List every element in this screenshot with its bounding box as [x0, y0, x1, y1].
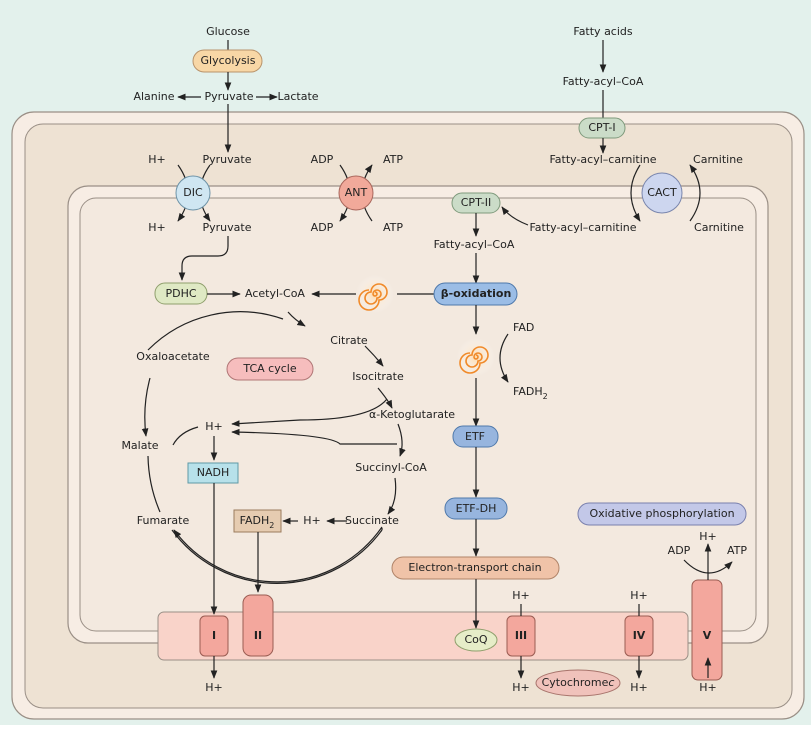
tca-cycle	[171, 529, 383, 584]
succinate-h-plus-label: H+	[303, 514, 321, 527]
pdhc-label: PDHC	[165, 287, 196, 300]
tca-cycle-badge	[226, 357, 314, 381]
ant-transporter	[338, 175, 374, 211]
complex-v-label: V	[703, 629, 712, 642]
complex-i-h-out-label: H+	[205, 681, 223, 694]
carnitine-bottom-label: Carnitine	[694, 221, 744, 234]
fad-label: FAD	[513, 321, 534, 334]
etc-label: Electron-transport chain	[408, 561, 541, 574]
complex-v-atp-label: ATP	[727, 544, 747, 557]
fatty-acyl-carnitine-bottom-label: Fatty-acyl–carnitine	[529, 221, 636, 234]
complex-v-adp-label: ADP	[668, 544, 691, 557]
dic-pyruvate-bottom-label: Pyruvate	[203, 221, 252, 234]
glycolysis-label: Glycolysis	[201, 54, 256, 67]
inner-membrane-band	[157, 611, 689, 661]
alpha-ketoglutarate-label: α-Ketoglutarate	[369, 408, 455, 421]
cpt2-input-arrow	[501, 206, 529, 226]
beta-oxidation-label: β-oxidation	[441, 287, 512, 300]
tca-arc-bottom	[171, 529, 383, 584]
cpt2-label: CPT-II	[461, 196, 491, 209]
fatty-acyl-carnitine-top-label: Fatty-acyl–carnitine	[549, 153, 656, 166]
glucose-label: Glucose	[206, 25, 250, 38]
fad-to-fadh2-arrow	[499, 333, 509, 383]
adp-to-atp-arrow	[683, 559, 733, 574]
etf-label: ETF	[465, 430, 485, 443]
ant-atp-bottom-label: ATP	[383, 221, 403, 234]
oxphos-box	[577, 502, 747, 526]
lactate-label: Lactate	[277, 90, 318, 103]
fadh2-matrix-label: FADH2	[513, 385, 548, 401]
ant-adp-top-label: ADP	[311, 153, 334, 166]
ant-adp-bottom-label: ADP	[311, 221, 334, 234]
malate-h-line	[172, 426, 199, 446]
cact-transporter	[641, 172, 683, 214]
tca-arc-top-left	[147, 311, 284, 351]
dic-label: DIC	[183, 186, 203, 199]
cpt1-label: CPT-I	[588, 121, 615, 134]
pyruvate-to-pdhc-arrow	[178, 236, 229, 281]
tca-cycle-label: TCA cycle	[242, 362, 296, 375]
ketoglutarate-h-arrow	[231, 428, 397, 445]
citrate-to-isocitrate-arrow	[364, 345, 384, 367]
cytochrome-c-label: Cytochromec	[542, 676, 615, 689]
isocitrate-h-arrow	[231, 398, 388, 427]
complex-iii-label: III	[515, 629, 527, 642]
complex-v-h-in-label: H+	[699, 681, 717, 694]
dic-transporter	[175, 175, 211, 211]
cpt1-box	[578, 117, 626, 139]
alanine-label: Alanine	[133, 90, 174, 103]
tca-arc-succinate-fumarate	[173, 526, 383, 583]
nadh-label: NADH	[197, 466, 230, 479]
nadh-box	[187, 462, 239, 484]
etf-dh-label: ETF-DH	[456, 502, 497, 515]
carnitine-top-label: Carnitine	[693, 153, 743, 166]
pyruvate-cytosol-label: Pyruvate	[205, 90, 254, 103]
dic-pyruvate-top-label: Pyruvate	[203, 153, 252, 166]
cytochrome-c	[535, 669, 621, 697]
complex-iv-label: IV	[633, 629, 646, 642]
coq-label: CoQ	[464, 633, 487, 646]
complex-iv-h-in-label: H+	[630, 589, 648, 602]
complex-v	[691, 579, 723, 681]
isocitrate-label: Isocitrate	[352, 370, 404, 383]
complex-i-label: I	[212, 629, 216, 642]
acetyl-coa-label: Acetyl-CoA	[245, 287, 305, 300]
oxphos-label: Oxidative phosphorylation	[589, 507, 734, 520]
dic-h-top-label: H+	[148, 153, 166, 166]
complex-v-h-top-label: H+	[699, 530, 717, 543]
coq	[454, 628, 498, 652]
complex-iii-h-out-label: H+	[512, 681, 530, 694]
fatty-acyl-coa-cytosol-label: Fatty-acyl–CoA	[563, 75, 644, 88]
complex-ii	[242, 594, 274, 657]
dic-h-bottom-label: H+	[148, 221, 166, 234]
ant-atp-top-label: ATP	[383, 153, 403, 166]
fad-spiral-icon	[457, 338, 495, 376]
citrate-label: Citrate	[330, 334, 368, 347]
complex-ii-label: II	[254, 629, 262, 642]
tca-h-plus-label: H+	[205, 420, 223, 433]
fumarate-label: Fumarate	[137, 514, 190, 527]
beta-oxidation-spiral-icon	[356, 275, 394, 313]
fatty-acids-label: Fatty acids	[573, 25, 633, 38]
succinylcoa-to-succinate-arrow	[387, 477, 397, 515]
tca-arc-oxaloacetate-malate	[141, 377, 151, 437]
succinyl-coa-label: Succinyl-CoA	[355, 461, 427, 474]
succinate-label: Succinate	[345, 514, 399, 527]
cact-carnitine-out-arrow	[689, 164, 701, 222]
malate-label: Malate	[121, 439, 158, 452]
complex-iv-h-out-label: H+	[630, 681, 648, 694]
tca-arc-malate-fumarate	[147, 455, 161, 513]
cact-carnitine-in-arrow	[630, 164, 641, 222]
oxaloacetate-label: Oxaloacetate	[136, 350, 210, 363]
cact-label: CACT	[647, 186, 677, 199]
complex-iii-h-in-label: H+	[512, 589, 530, 602]
ketoglutarate-to-succinylcoa-arrow	[397, 423, 406, 457]
acetylcoa-to-citrate-arrow	[287, 311, 306, 327]
fatty-acyl-coa-matrix-label: Fatty-acyl–CoA	[434, 238, 515, 251]
ant-label: ANT	[345, 186, 368, 199]
fadh2-tca-label: FADH2	[240, 514, 275, 530]
